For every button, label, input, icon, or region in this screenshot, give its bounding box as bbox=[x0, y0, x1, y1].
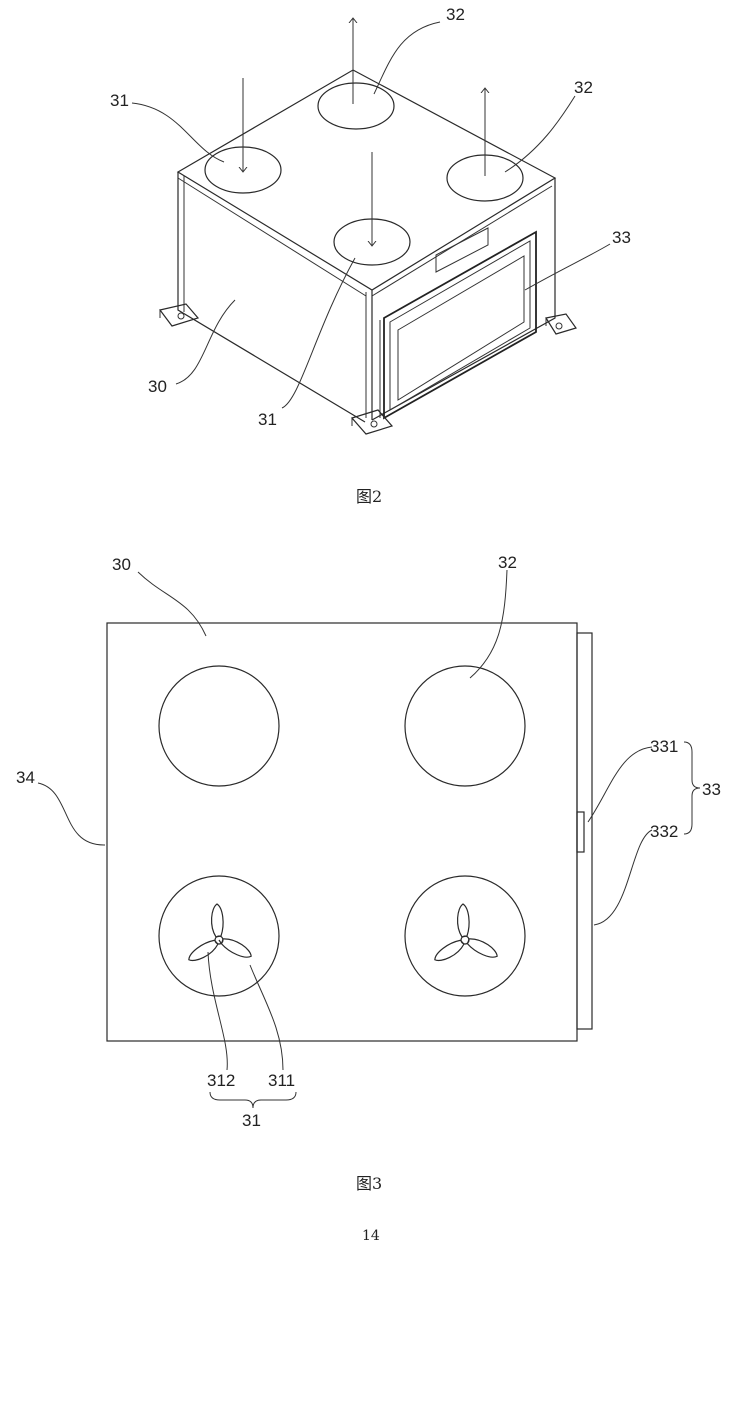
label-312: 312 bbox=[207, 1071, 235, 1090]
brace-33 bbox=[683, 741, 701, 835]
figure-3-caption: 图3 bbox=[356, 1174, 382, 1193]
label-30-top: 30 bbox=[112, 555, 131, 574]
outlet-opening-right bbox=[404, 665, 526, 787]
leader-32-right bbox=[504, 95, 576, 173]
panel-handle bbox=[576, 811, 585, 853]
fan-housing-right bbox=[404, 875, 526, 997]
nameplate bbox=[435, 227, 489, 273]
brace-31 bbox=[209, 1091, 297, 1109]
leader-331 bbox=[587, 746, 653, 823]
fan-blade-icon bbox=[434, 903, 498, 962]
label-32-back: 32 bbox=[446, 5, 465, 24]
mounting-foot-left bbox=[158, 303, 200, 327]
outlet-opening-left bbox=[158, 665, 280, 787]
service-panel-iso bbox=[379, 230, 537, 420]
label-31-front: 31 bbox=[258, 410, 277, 429]
fan-housing-left bbox=[158, 875, 280, 997]
mounting-foot-right bbox=[545, 313, 577, 335]
label-33: 33 bbox=[612, 228, 631, 247]
label-32-right: 32 bbox=[574, 78, 593, 97]
leader-32-top bbox=[469, 569, 508, 679]
leader-312 bbox=[207, 951, 228, 1071]
leader-30-top bbox=[137, 571, 207, 637]
unit-body-top bbox=[106, 622, 578, 1042]
leader-33 bbox=[524, 243, 611, 291]
figure-2: 31 32 32 33 30 31 图2 bbox=[110, 5, 631, 506]
label-30: 30 bbox=[148, 377, 167, 396]
leader-31-left bbox=[131, 102, 225, 163]
figure-3: 30 32 34 331 332 33 312 311 31 图3 bbox=[16, 553, 721, 1193]
fan-blade-icon bbox=[188, 903, 252, 962]
label-332: 332 bbox=[650, 822, 678, 841]
unit-body-iso bbox=[176, 69, 557, 423]
leader-30 bbox=[175, 299, 236, 385]
label-311: 311 bbox=[268, 1071, 295, 1090]
leader-31-front bbox=[281, 257, 356, 409]
mounting-foot-front bbox=[350, 409, 394, 435]
page-number: 14 bbox=[362, 1228, 380, 1244]
label-33-group: 33 bbox=[702, 780, 721, 799]
leader-32-back bbox=[373, 21, 441, 95]
label-31-left: 31 bbox=[110, 91, 129, 110]
label-34: 34 bbox=[16, 768, 35, 787]
outlet-opening-back bbox=[317, 82, 395, 130]
figure-2-caption: 图2 bbox=[356, 487, 382, 506]
leader-311 bbox=[249, 964, 284, 1071]
leader-34 bbox=[37, 782, 106, 846]
leader-332 bbox=[593, 829, 653, 926]
label-32-top: 32 bbox=[498, 553, 517, 572]
label-31-group: 31 bbox=[242, 1111, 261, 1130]
label-331: 331 bbox=[650, 737, 678, 756]
